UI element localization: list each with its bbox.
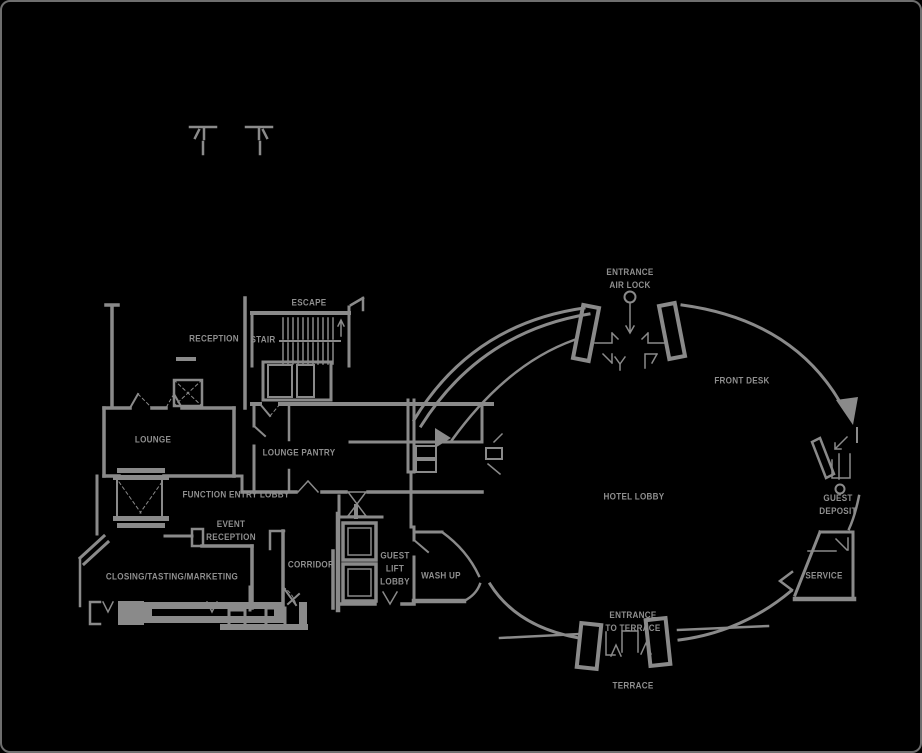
function-entry-vestibule [77, 468, 194, 608]
guest-lift-lobby-walls [335, 504, 416, 613]
room-label-guest-lift-lobby: GUEST LIFT LOBBY [380, 550, 410, 587]
room-label-corridor: CORRIDOR [287, 559, 335, 570]
room-label-stair: STAIR [250, 334, 276, 345]
room-label-wash-up: WASH UP [421, 570, 461, 581]
room-label-terrace: TERRACE [612, 680, 654, 691]
wash-up-walls [411, 525, 482, 606]
lounge-pantry-walls [240, 398, 504, 529]
room-label-hotel-lobby: HOTEL LOBBY [603, 491, 665, 502]
event-reception-walls [190, 527, 335, 610]
room-label-guest-deposit: GUEST DEPOSIT [819, 493, 857, 516]
room-label-closing-tasting-marketing: CLOSING/TASTING/MARKETING [105, 571, 239, 582]
room-label-lounge: LOUNGE [134, 434, 172, 445]
escape-stair [250, 296, 365, 368]
room-label-entrance-air-lock: ENTRANCE AIR LOCK [606, 267, 654, 290]
room-label-front-desk: FRONT DESK [714, 375, 770, 386]
entrance-to-terrace-doors [498, 615, 770, 672]
room-label-entrance-to-terrace: ENTRANCE TO TERRACE [605, 610, 661, 633]
room-label-reception: RECEPTION [189, 333, 239, 344]
direction-arrow-icons [435, 397, 858, 448]
room-label-lounge-pantry: LOUNGE PANTRY [262, 447, 336, 458]
room-label-service: SERVICE [805, 570, 843, 581]
door-symbols-top-left [188, 125, 274, 156]
hotel-lobby-ellipse-walls [411, 303, 861, 642]
room-label-event-reception: EVENT RECEPTION [206, 519, 256, 542]
guest-deposit-door [810, 427, 858, 495]
service-room [777, 530, 857, 602]
room-label-function-entry-lobby: FUNCTION ENTRY LOBBY [182, 489, 290, 500]
reception-area [104, 296, 247, 410]
column-icon [834, 483, 846, 495]
stair-lift-block [261, 360, 333, 402]
bottom-wall-furniture [88, 585, 308, 630]
room-label-escape: ESCAPE [291, 297, 327, 308]
entrance-air-lock-doors [570, 290, 688, 371]
column-icon [623, 290, 637, 304]
lounge-room [102, 392, 244, 494]
